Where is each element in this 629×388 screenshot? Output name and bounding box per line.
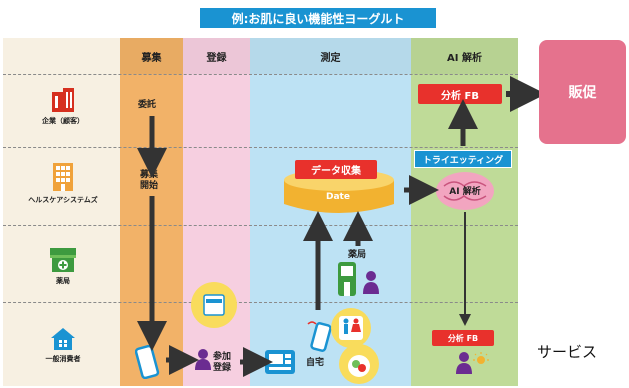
row-separator bbox=[3, 225, 518, 226]
restroom-icon bbox=[339, 316, 363, 340]
analysis-fb-box: 分析 FB bbox=[418, 84, 502, 104]
actor-label-company: 企業（顧客） bbox=[42, 117, 84, 125]
step-consign: 委託 bbox=[138, 100, 157, 110]
card-icon bbox=[203, 294, 225, 316]
house-icon bbox=[51, 328, 75, 350]
office-building-icon bbox=[53, 163, 73, 191]
smartphone-icon bbox=[307, 321, 332, 352]
step-home: 自宅 bbox=[306, 358, 325, 368]
row-separator bbox=[3, 302, 518, 303]
actor-company: 企業（顧客） bbox=[20, 88, 106, 126]
actor-label-healthcare: ヘルスケアシステムズ bbox=[28, 196, 98, 204]
row-separator bbox=[3, 74, 518, 75]
analysis-fb-small-box: 分析 FB bbox=[432, 330, 494, 346]
person-idea-icon bbox=[456, 352, 489, 374]
step-join: 参加 登録 bbox=[213, 352, 232, 373]
lane-header-ai: AI 解析 bbox=[411, 38, 518, 74]
date-label: Date bbox=[326, 192, 350, 202]
step-pharmacy: 薬局 bbox=[348, 250, 367, 260]
person-icon bbox=[195, 349, 211, 370]
pharmacy-store-icon bbox=[50, 248, 76, 272]
actor-consumer: 一般消費者 bbox=[20, 328, 106, 364]
actor-healthcare: ヘルスケアシステムズ bbox=[8, 163, 118, 205]
trieting-box: トライエッティング bbox=[414, 150, 512, 168]
ai-analysis-label: AI 解析 bbox=[449, 187, 481, 197]
lane-header-register: 登録 bbox=[183, 38, 250, 74]
actor-label-consumer: 一般消費者 bbox=[45, 355, 81, 363]
food-icon bbox=[348, 355, 370, 377]
kiosk-icon bbox=[338, 262, 356, 296]
meal-badge bbox=[339, 344, 379, 384]
membership-card-badge bbox=[191, 282, 237, 328]
actor-pharmacy: 薬局 bbox=[20, 248, 106, 286]
row-separator bbox=[3, 147, 518, 148]
lane-header-recruit: 募集 bbox=[120, 38, 183, 74]
actor-label-pharmacy: 薬局 bbox=[56, 277, 70, 285]
data-collect-box: データ収集 bbox=[295, 160, 377, 179]
person-icon bbox=[363, 271, 379, 294]
lane-register bbox=[183, 38, 250, 386]
brain-icon bbox=[436, 172, 494, 210]
company-building-icon bbox=[52, 88, 74, 112]
title-banner: 例:お肌に良い機能性ヨーグルト bbox=[200, 8, 436, 28]
promotion-box: 販促 bbox=[539, 40, 626, 144]
lane-header-measure: 測定 bbox=[250, 38, 411, 74]
service-caption: サービス bbox=[537, 343, 598, 361]
toilet-badge bbox=[331, 308, 371, 348]
